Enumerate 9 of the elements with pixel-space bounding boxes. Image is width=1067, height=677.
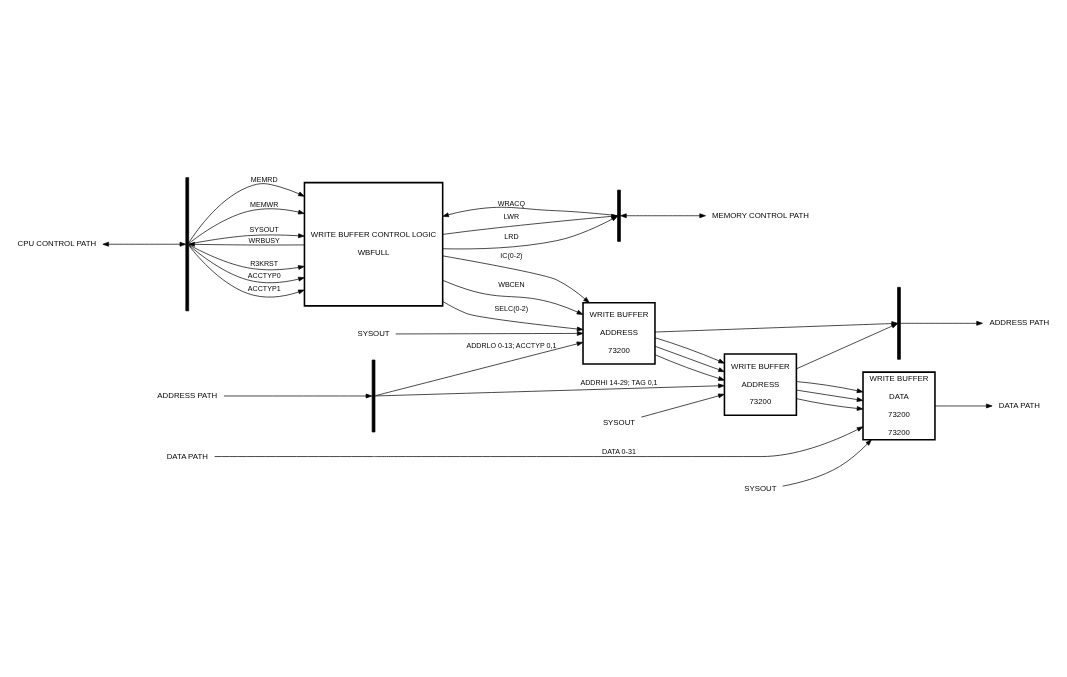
node-text: SYSOUT xyxy=(602,417,636,427)
node-text: SYSOUT xyxy=(357,328,390,338)
node-text: DATA PATH xyxy=(998,400,1040,410)
node-text: SYSOUT xyxy=(744,483,777,493)
node-text: DATA PATH xyxy=(166,451,208,461)
node-text: ADDRESS PATH xyxy=(989,317,1050,327)
node-text: ADDRESS PATH xyxy=(157,390,218,400)
node-text: CPU CONTROL PATH xyxy=(17,238,97,248)
node-text: MEMORY CONTROL PATH xyxy=(711,210,809,220)
